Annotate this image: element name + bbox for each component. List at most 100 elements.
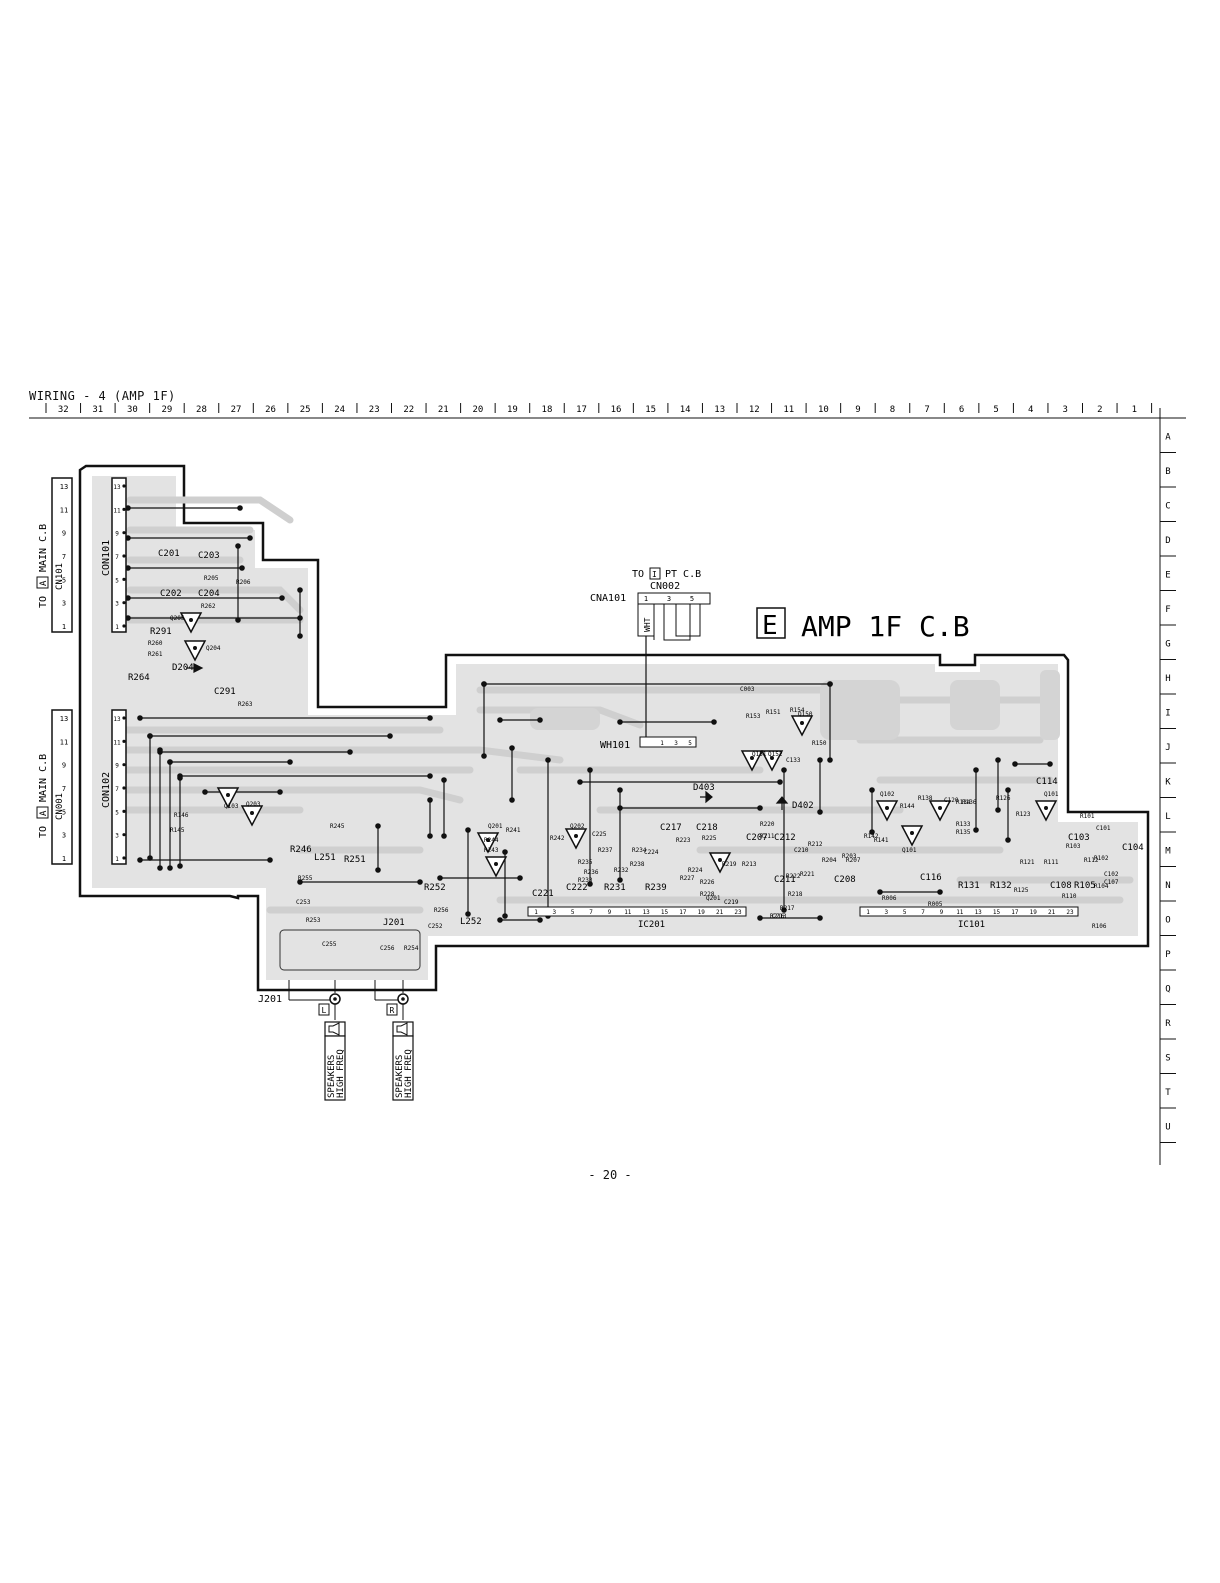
solder-point	[347, 749, 353, 755]
solder-point	[1005, 787, 1011, 793]
speaker-label-line1: SPEAKERS	[395, 1055, 405, 1098]
component-label: C114	[1036, 777, 1058, 787]
column-label: 24	[334, 405, 345, 415]
connector-pin-label: 5	[62, 808, 66, 816]
connector-pin-label: 5	[115, 577, 119, 584]
connector-pin-label: 9	[62, 530, 66, 538]
transistor-symbol	[564, 828, 588, 850]
row-label: F	[1165, 605, 1170, 615]
svg-text:TO: TO	[38, 826, 49, 838]
page-title: WIRING - 4 (AMP 1F)	[29, 389, 176, 403]
ic-pin-label: 1	[534, 909, 538, 916]
ic201-label: IC201	[638, 920, 665, 930]
connector-pin-dot	[122, 739, 126, 743]
connector-pin-dot	[122, 833, 126, 837]
connector-pin-dot	[122, 763, 126, 767]
component-label: R126	[996, 795, 1011, 802]
solder-point	[827, 757, 833, 763]
component-label: C217	[660, 823, 682, 833]
transistor-pin	[494, 862, 498, 866]
component-label: R235	[578, 859, 593, 866]
column-label: 28	[196, 405, 207, 415]
component-label: C253	[296, 899, 311, 906]
component-label: R135	[956, 829, 971, 836]
jumper-wires	[125, 505, 1053, 923]
solder-point	[441, 833, 447, 839]
row-label: I	[1165, 708, 1170, 718]
speaker-icon	[392, 1021, 414, 1037]
solder-point	[537, 717, 543, 723]
ic-pin-label: 5	[903, 909, 907, 916]
ic-pin-label: 23	[1066, 909, 1074, 916]
ic-pin-label: 13	[975, 909, 983, 916]
component-label: C213	[772, 913, 787, 920]
solder-point	[375, 823, 381, 829]
column-label: 4	[1028, 405, 1033, 415]
column-label: 8	[890, 405, 895, 415]
column-label: 20	[472, 405, 483, 415]
column-label: 16	[611, 405, 622, 415]
speaker-label-line2: HIGH FREQ	[336, 1049, 346, 1098]
column-label: 22	[403, 405, 414, 415]
solder-point	[437, 875, 443, 881]
connector-pin-label: 13	[113, 716, 121, 723]
solder-point	[995, 807, 1001, 813]
solder-point	[137, 715, 143, 721]
component-label: R203	[842, 853, 857, 860]
connector-pin-dot	[122, 624, 126, 628]
transistors	[179, 612, 1058, 878]
component-label: C120	[944, 797, 959, 804]
component-label: C291	[214, 687, 236, 697]
ic-pin-label: 7	[589, 909, 593, 916]
component-label: R231	[604, 883, 626, 893]
component-label: C222	[566, 883, 588, 893]
solder-point	[587, 767, 593, 773]
column-label: 2	[1097, 405, 1102, 415]
solder-point	[537, 917, 543, 923]
cn001-destination: TO A MAIN C.B	[36, 754, 49, 838]
column-label: 12	[749, 405, 760, 415]
component-label: R142	[864, 833, 879, 840]
component-label: C219	[724, 899, 739, 906]
component-label: C103	[1068, 833, 1090, 843]
con101-label: CON101	[101, 540, 112, 576]
ic-pin-label: 9	[608, 909, 612, 916]
solder-point	[781, 907, 787, 913]
solder-point	[417, 879, 423, 885]
component-label: R112	[1084, 857, 1099, 864]
row-label: G	[1165, 639, 1170, 649]
solder-point	[817, 757, 823, 763]
solder-point	[427, 773, 433, 779]
component-label: R262	[201, 603, 216, 610]
component-label: R260	[148, 640, 163, 647]
connector-pin-label: 3	[62, 600, 66, 608]
connector-pin-label: 7	[115, 554, 119, 561]
component-label: R106	[1092, 923, 1107, 930]
component-label: C225	[592, 831, 607, 838]
row-label: C	[1165, 501, 1170, 511]
component-label: R136	[962, 799, 977, 806]
component-label: C207	[746, 833, 768, 843]
component-label: R102	[1094, 855, 1109, 862]
component-label: R220	[760, 821, 775, 828]
connector-pin-label: 13	[113, 484, 121, 491]
component-label: Q102	[880, 791, 895, 798]
speaker-label-box	[324, 1035, 346, 1101]
component-label: R238	[630, 861, 645, 868]
ic-pin-label: 7	[921, 909, 925, 916]
column-label: 32	[58, 405, 69, 415]
column-label: 3	[1063, 405, 1068, 415]
component-label: R241	[506, 827, 521, 834]
column-label: 1	[1132, 405, 1137, 415]
solder-point	[587, 881, 593, 887]
transistor-symbol	[476, 832, 500, 854]
component-label: R243	[484, 847, 499, 854]
connector-pin-label: 5	[115, 809, 119, 816]
solder-point	[973, 827, 979, 833]
solder-point	[235, 543, 241, 549]
ic-pin-label: 3	[553, 909, 557, 916]
connector-pin-dot	[122, 554, 126, 558]
